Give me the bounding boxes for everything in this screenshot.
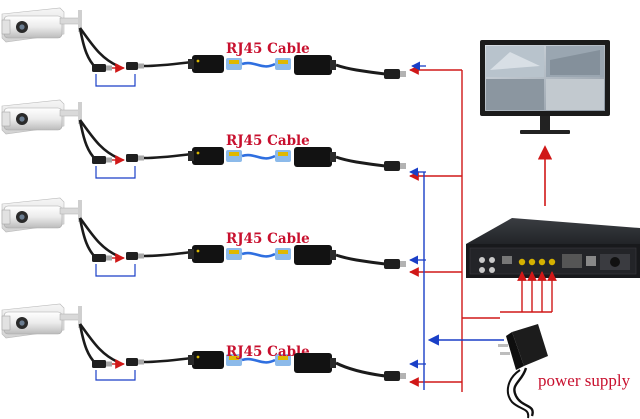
channel-row-4: RJ45 Cable [1,303,462,387]
cctv-camera-icon [1,303,82,339]
bnc-connector [126,62,144,70]
bnc-connector [92,64,112,72]
network-cable [241,357,276,364]
network-cable [241,251,276,258]
balun-lead [143,152,193,160]
cable-label: RJ45 Cable [226,344,310,360]
bnc-connector [92,254,112,262]
rj45-plug-icon [275,150,291,162]
power-adapter-cord [506,369,530,419]
balun-transmitter-icon [188,351,224,369]
balun-receiver-icon [294,353,336,373]
power-supply-label: power supply [538,371,631,390]
bnc-connector [384,161,406,171]
bnc-connector [384,69,406,79]
dvr-recorder-icon [466,218,640,278]
receiver-lead [335,253,386,266]
camera-lead-cable [78,217,119,258]
channel-row-3: RJ45 Cable [1,197,462,277]
rj45-plug-icon [275,248,291,260]
cctv-camera-icon [1,197,82,233]
balun-receiver-icon [294,147,336,167]
power-adapter-icon [498,324,548,370]
power-loop-line [95,370,136,381]
power-loop-line [95,264,136,277]
bnc-connector [126,358,144,366]
rj45-plug-icon [226,58,242,70]
rj45-plug-icon [226,248,242,260]
bnc-connector [126,154,144,162]
balun-lead [143,356,193,364]
balun-lead [143,250,193,258]
camera-lead-cable [78,119,119,160]
rj45-plug-icon [226,354,242,366]
balun-transmitter-icon [188,147,224,165]
channel-row-1: RJ45 Cable [1,7,462,87]
rj45-plug-icon [275,58,291,70]
power-loop-line [95,74,136,87]
channel-row-2: RJ45 Cable [1,99,462,181]
cable-label: RJ45 Cable [226,133,310,149]
camera-lead-cable [78,27,119,68]
balun-transmitter-icon [188,55,224,73]
network-cable [241,153,276,160]
balun-receiver-icon [294,245,336,265]
receiver-lead [335,155,386,168]
cable-label: RJ45 Cable [226,41,310,57]
bnc-connector [126,252,144,260]
bnc-connector [92,156,112,164]
network-cable [241,61,276,68]
camera-lead-cable [78,323,119,364]
cctv-camera-icon [1,99,82,135]
power-loop-line [95,166,136,179]
rj45-plug-icon [226,150,242,162]
cctv-camera-icon [1,7,82,43]
receiver-lead [335,63,386,76]
rj45-plug-icon [275,354,291,366]
receiver-lead [335,361,386,378]
cable-label: RJ45 Cable [226,231,310,247]
balun-lead [143,60,193,68]
balun-receiver-icon [294,55,336,75]
power-adapter-cord [513,367,534,417]
monitor-icon [480,40,610,134]
bnc-connector [384,259,406,269]
bnc-connector [384,371,406,381]
bnc-connector [92,360,112,368]
balun-transmitter-icon [188,245,224,263]
